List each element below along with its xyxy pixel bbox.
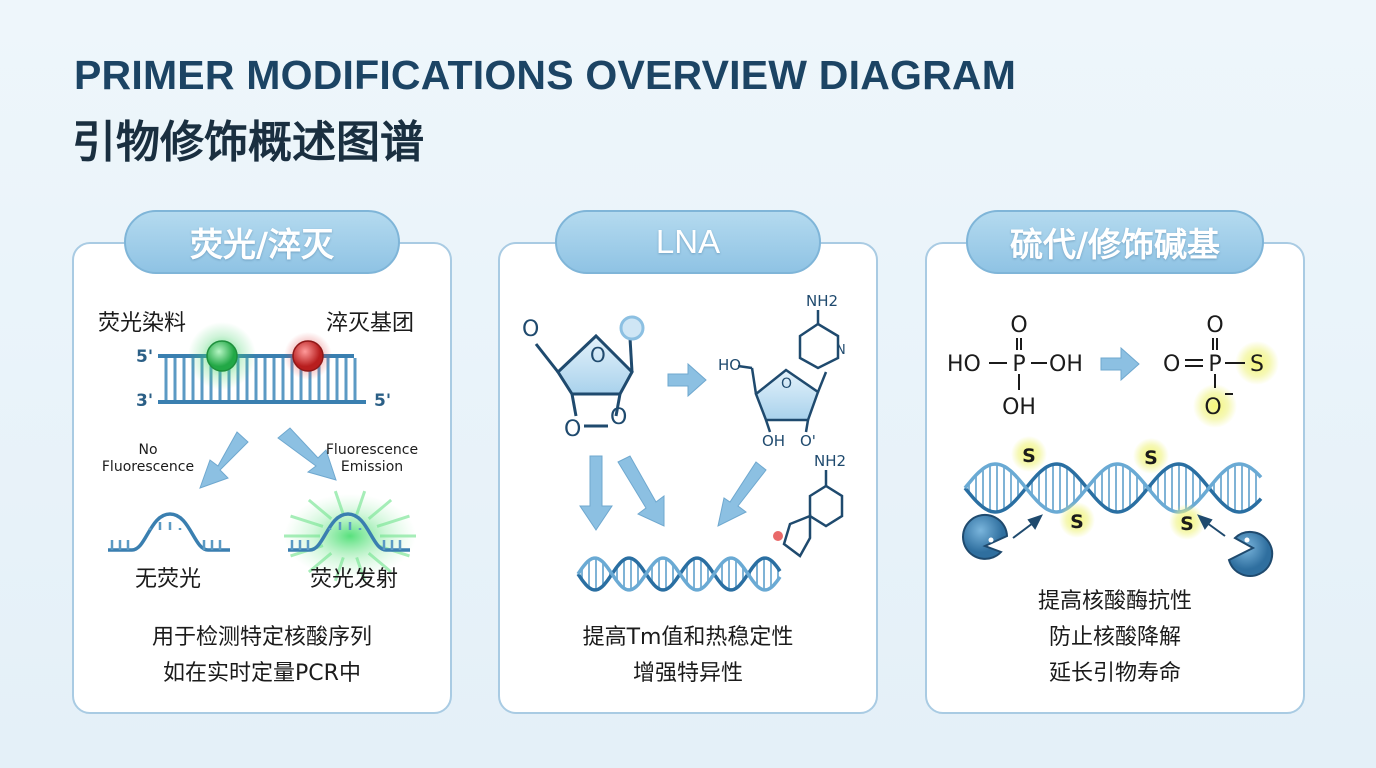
nucleoside-o-prime-label: O' [800,432,816,450]
phosphate-left [989,338,1047,390]
panel3-caption-line1: 提高核酸酶抗性 [1037,589,1192,614]
nucleoside-ho-label: HO [718,356,741,374]
lna-atom-o-bottomleft: O [564,417,581,442]
panel-lna-title: LNA [555,210,821,274]
phos-right-o-left: O [1163,352,1180,377]
arrow-to-emission [277,427,337,481]
fluorescence-quench-illustration: 荧光染料 淬灭基团 5' 3' 5' No Fluorescence Fluor… [98,311,418,592]
thio-dna-helix [963,462,1263,514]
quencher-label: 淬灭基团 [326,311,414,336]
nucleoside-ring-o-label: O [781,376,792,392]
lna-nucleoside [737,310,840,433]
lna-illustration: O O O O HO OH O' O NH2 N [522,292,846,592]
nuclease-arrows [1012,514,1226,539]
phos-left-p: P [1012,352,1025,377]
panel1-caption-line1: 用于检测特定核酸序列 [151,625,372,650]
no-fluorescence-en-line1: No [138,442,157,458]
emission-cn: 荧光发射 [310,567,398,592]
panel-fluorescence-quench: 荧光/淬灭 [72,210,452,714]
phos-left-oh-right: OH [1049,352,1083,377]
strand-bottom-5-label: 5' [374,391,391,411]
sulfur-site-4: S [1180,513,1194,535]
phosphorothioate-arrow [1100,346,1140,382]
fluorescent-dye-icon [206,340,238,372]
nuclease-left-icon [962,513,1009,560]
hairpin-no-fluorescence [108,512,230,552]
lna-atom-o-topleft: O [522,317,539,342]
lna-atom-o-bottomright: O [610,405,627,430]
phos-left-o-top: O [1010,313,1027,338]
nucleoside-n-label: N [836,343,846,358]
emission-en-line1: Fluorescence [326,442,418,458]
nucleoside-oh-label: OH [762,432,785,450]
phos-right-s: S [1250,352,1264,377]
dye-label: 荧光染料 [98,311,186,336]
lna-arrow-down-3 [717,461,767,527]
lna-arrow-down-2 [617,455,665,527]
hairpin-fluorescence-emission [288,512,410,552]
panel-lna: LNA O O O O [498,210,878,714]
phosphorothioate-illustration: O HO P OH OH O O P S O [947,313,1279,577]
purine-nh2-label: NH2 [814,452,846,470]
sulfur-site-1: S [1022,445,1036,467]
arrow-to-no-fluorescence [199,431,249,489]
no-fluorescence-en-line2: Fluorescence [102,459,194,475]
phos-left-oh-bottom: OH [1002,395,1036,420]
panel3-caption-line3: 延长引物寿命 [1048,661,1181,686]
phos-right-p: P [1208,352,1221,377]
panel-phosphorothioate: 硫代/修饰碱基 O HO P OH OH [925,210,1305,714]
sulfur-glow-right [1235,341,1279,385]
phos-right-o-minus: O [1204,395,1221,420]
panel3-caption-line2: 防止核酸降解 [1048,625,1181,650]
phosphate-right [1185,338,1245,388]
panel2-caption-line1: 提高Tm值和热稳定性 [582,625,794,650]
sulfur-sites [1011,436,1205,540]
sulfur-site-2: S [1144,447,1158,469]
lna-atom-o-ring: O [590,343,606,367]
emission-en-line2: Emission [341,459,403,475]
panel3-caption: 提高核酸酶抗性 防止核酸降解 延长引物寿命 [927,584,1303,692]
quencher-icon [292,340,324,372]
panel-fluorescence-title: 荧光/淬灭 [124,210,400,274]
lna-bicyclic-sugar [534,333,634,428]
nucleoside-nh2-label: NH2 [806,292,838,310]
page-title-cn: 引物修饰概述图谱 [72,117,424,168]
lna-highlight-circle [619,315,645,341]
panel2-caption: 提高Tm值和热稳定性 增强特异性 [500,620,876,692]
nuclease-right-icon [1227,531,1274,577]
lna-dna-helix [576,556,782,592]
panel1-caption: 用于检测特定核酸序列 如在实时定量PCR中 [74,620,450,692]
page-title-en: PRIMER MODIFICATIONS OVERVIEW DIAGRAM [74,52,1017,98]
panel2-caption-line2: 增强特异性 [632,661,743,686]
panel1-caption-line2: 如在实时定量PCR中 [163,661,361,686]
lna-red-marker [773,531,783,541]
lna-purine-base [782,470,844,558]
sulfur-site-3: S [1070,511,1084,533]
lna-arrow-down-1 [579,455,613,531]
phos-left-ho: HO [947,352,981,377]
phos-right-o-top: O [1206,313,1223,338]
lna-arrow-right [667,362,707,398]
no-fluorescence-cn: 无荧光 [135,567,201,592]
panel-phosphorothioate-title: 硫代/修饰碱基 [966,210,1264,274]
strand-bottom-3-label: 3' [136,391,153,411]
strand-top-5-label: 5' [136,347,153,367]
